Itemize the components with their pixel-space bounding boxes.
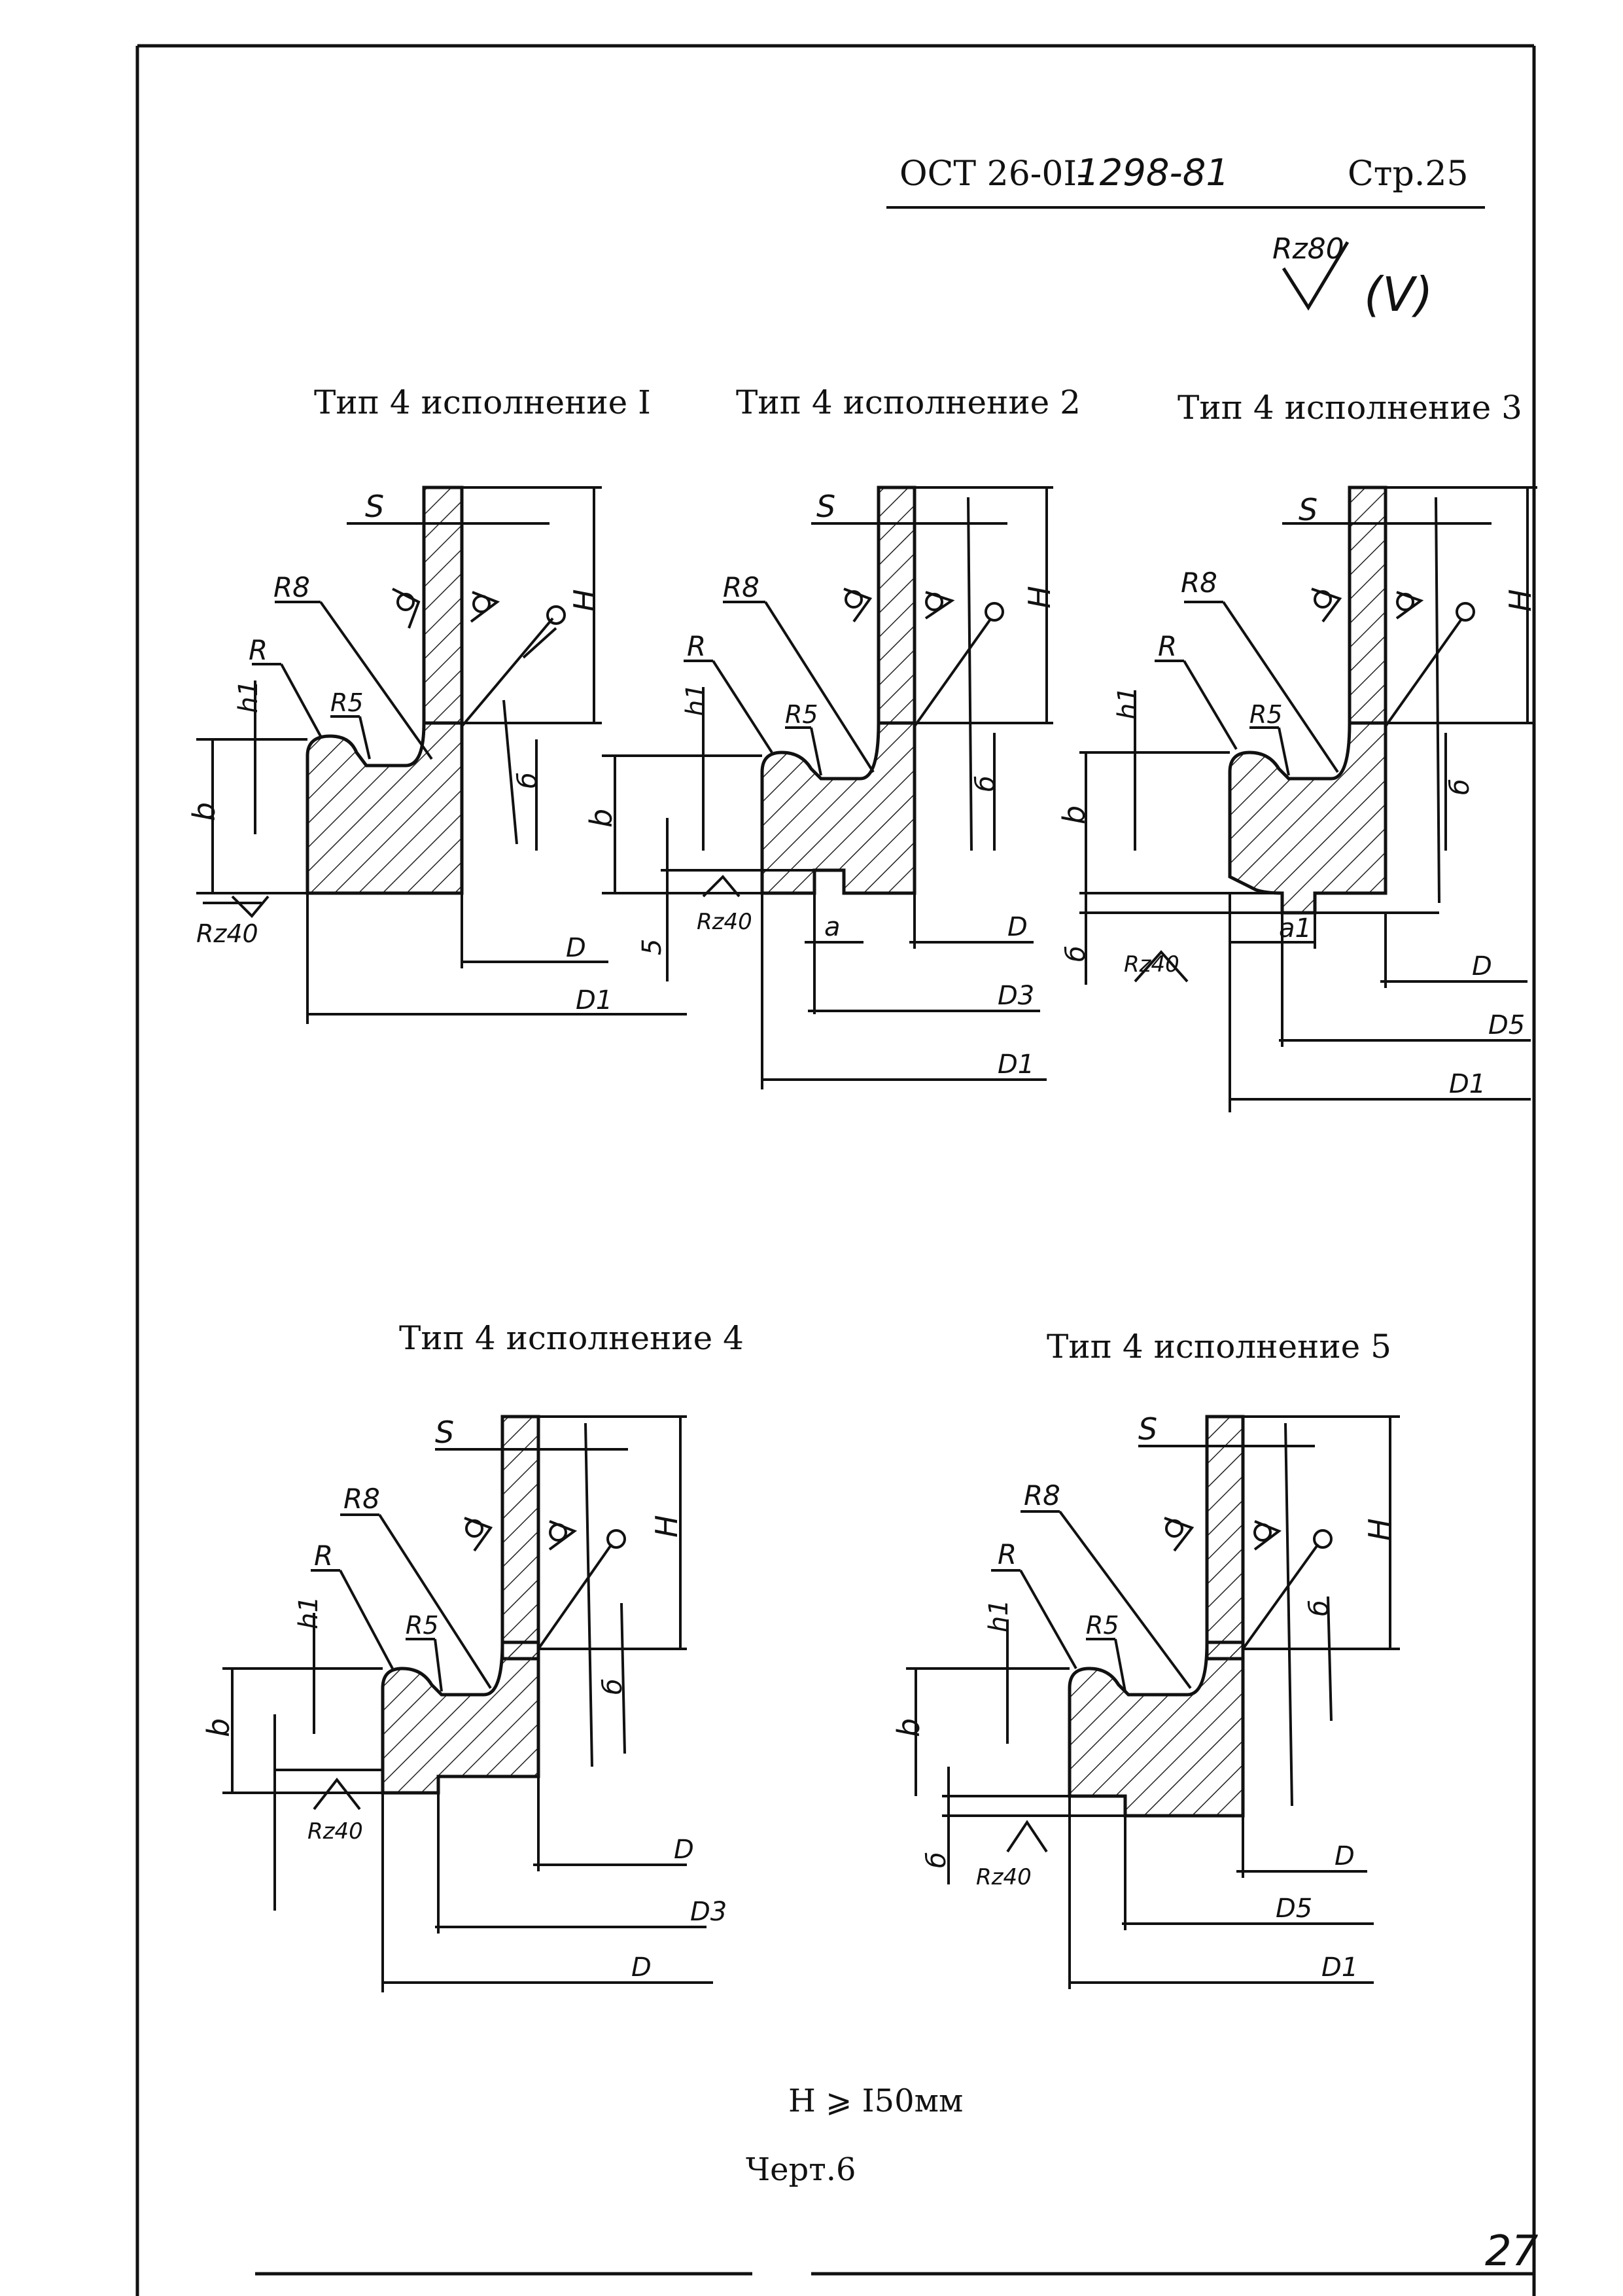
label-S: S [816,489,835,524]
label-Rz40: Rz40 [697,909,752,935]
sheet-frame [135,44,1536,2296]
drawing-4-labels: S H R8 R R5 h1 b б Rz40 D D3 D [201,1415,727,1983]
label-R8: R8 [1024,1479,1060,1511]
label-five: 5 [637,939,667,955]
header: ОСТ 26-0I- 1298-81 Стр.25 [899,152,1469,194]
label-s6b: б [922,1852,952,1868]
label-D: D [566,933,586,963]
label-h1: h1 [234,680,264,713]
label-R: R [314,1540,333,1572]
label-R8: R8 [343,1483,380,1515]
label-Rz40: Rz40 [307,1818,363,1845]
label-H: H [1362,1518,1397,1541]
label-D: D [1472,951,1492,981]
label-D-big: D [631,1952,652,1983]
label-s6: б [1445,779,1475,795]
label-D1: D1 [1449,1069,1486,1099]
label-D: D [674,1835,694,1865]
label-D: D [1335,1841,1355,1871]
label-D5: D5 [1276,1894,1312,1924]
drawing-4 [222,1415,713,1992]
label-b: b [186,802,222,821]
label-R5: R5 [1249,700,1283,729]
drawing-1-labels: S H R8 R R5 h1 b б Rz40 D D1 [186,489,612,1016]
label-R8: R8 [723,571,759,603]
drawing-1 [196,486,687,1024]
label-s6: б [1304,1600,1335,1616]
label-R8: R8 [273,571,310,603]
label-S: S [365,489,384,524]
label-D1: D1 [998,1050,1034,1080]
label-H: H [649,1515,684,1538]
label-a: a [824,912,841,942]
label-D3: D3 [998,981,1034,1011]
label-S: S [1299,492,1318,527]
label-R: R [998,1538,1017,1570]
label-R: R [1158,630,1177,662]
label-R5: R5 [406,1611,439,1640]
label-R5: R5 [785,700,818,729]
drawing-2-labels: S H R8 R R5 h1 b б Rz40 a 5 D D3 D1 [584,489,1057,1080]
drawing-2 [602,486,1053,1089]
roughness-main-label: Rz80 [1272,232,1344,266]
label-H: H [1022,586,1057,609]
standard-number: 1298-81 [1076,152,1229,194]
label-R: R [249,634,268,666]
label-a1: a1 [1279,913,1312,944]
label-h1: h1 [1113,686,1143,720]
label-b: b [891,1718,926,1737]
label-R5: R5 [330,688,364,717]
label-S: S [1138,1411,1157,1447]
label-s6: б [513,772,543,788]
label-h1: h1 [294,1596,324,1629]
label-D: D [1007,912,1028,942]
roughness-paren-label: (V) [1364,267,1433,322]
label-D1: D1 [576,985,612,1016]
label-Rz40: Rz40 [196,919,258,948]
label-b: b [584,809,619,828]
label-s6b: б [1061,945,1091,962]
label-s6: б [598,1678,628,1695]
label-D1: D1 [1321,1952,1358,1983]
label-s6: б [971,775,1001,792]
label-h1: h1 [681,683,711,716]
drawing-5 [906,1415,1400,1989]
page-number: 27 [1485,2227,1539,2276]
drawing-title-4: Тип 4 исполнение 4 [399,1319,744,1357]
label-S: S [435,1415,454,1450]
label-Rz40: Rz40 [1124,951,1179,978]
label-H: H [567,589,602,612]
drawing-title-3: Тип 4 исполнение 3 [1178,389,1522,427]
figure-caption: Черт.6 [746,2151,856,2188]
drawing-3-labels: S H R8 R R5 h1 b б б Rz40 a1 D D5 D1 [1056,492,1538,1099]
label-D3: D3 [690,1897,727,1927]
label-b: b [201,1718,236,1737]
drawing-title-1: Тип 4 исполнение I [314,383,651,421]
label-h1: h1 [984,1599,1014,1633]
drawing-title-5: Тип 4 исполнение 5 [1047,1328,1391,1366]
roughness-symbol-header: Rz80 (V) [1272,232,1433,322]
standard-prefix: ОСТ 26-0I- [899,154,1089,194]
label-R: R [687,630,706,662]
label-R5: R5 [1086,1611,1119,1640]
drawing-3 [1079,486,1537,1112]
condition-note: H ⩾ I50мм [788,2083,963,2119]
drawing-title-2: Тип 4 исполнение 2 [736,383,1081,421]
drawing-5-labels: S H R8 R R5 h1 b б б Rz40 D D5 D1 [891,1411,1397,1983]
label-D5: D5 [1488,1010,1525,1040]
label-H: H [1503,589,1538,612]
label-R8: R8 [1181,567,1217,599]
page-label: Стр.25 [1348,154,1469,194]
label-Rz40: Rz40 [976,1864,1032,1890]
label-b: b [1056,805,1092,824]
